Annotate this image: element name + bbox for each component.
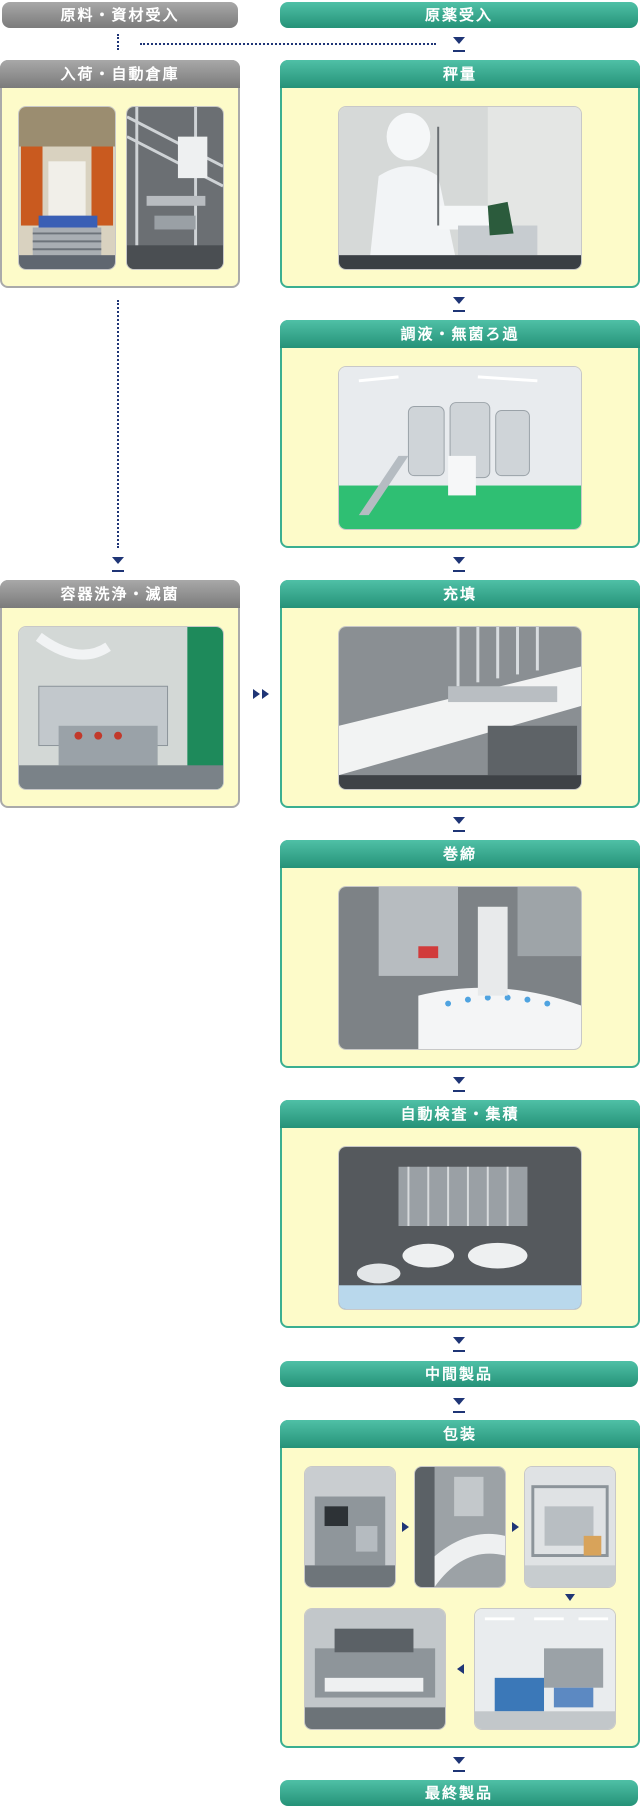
arrow-right-icon [402, 1522, 409, 1532]
arrow-down-icon [112, 557, 124, 564]
packaging-photo-2 [414, 1466, 506, 1588]
panel-header: 充填 [280, 580, 640, 608]
arrow-down-icon [453, 50, 465, 52]
dotted-connector [117, 34, 119, 50]
arrow-right-icon [262, 689, 269, 699]
packaging-photo-5 [474, 1608, 616, 1730]
filling-photo [338, 626, 582, 790]
arrow-down-icon [453, 1077, 465, 1084]
arrow-down-icon [453, 830, 465, 832]
arrow-down-icon [453, 1398, 465, 1405]
packaging-photo-3 [524, 1466, 616, 1588]
step-intermediate: 中間製品 [280, 1361, 638, 1387]
panel-header: 容器洗浄・滅菌 [0, 580, 240, 608]
dotted-connector [117, 300, 119, 548]
panel-formulation: 調液・無菌ろ過 [280, 320, 640, 548]
panel-filling: 充填 [280, 580, 640, 808]
formulation-photo [338, 366, 582, 530]
panel-header: 入荷・自動倉庫 [0, 60, 240, 88]
panel-capping: 巻締 [280, 840, 640, 1068]
capping-photo [338, 886, 582, 1050]
warehouse-photo-1 [18, 106, 116, 270]
arrow-down-icon [453, 1411, 465, 1413]
panel-container-wash: 容器洗浄・滅菌 [0, 580, 240, 808]
step-api-receipt: 原薬受入 [280, 2, 638, 28]
inspection-photo [338, 1146, 582, 1310]
container-wash-photo [18, 626, 224, 790]
arrow-down-icon [453, 557, 465, 564]
arrow-down-icon [565, 1594, 575, 1601]
arrow-down-icon [453, 1090, 465, 1092]
arrow-down-icon [112, 570, 124, 572]
packaging-photo-4 [304, 1608, 446, 1730]
packaging-photo-1 [304, 1466, 396, 1588]
arrow-right-icon [512, 1522, 519, 1532]
arrow-down-icon [453, 1337, 465, 1344]
weighing-photo [338, 106, 582, 270]
panel-inspection: 自動検査・集積 [280, 1100, 640, 1328]
panel-header: 巻締 [280, 840, 640, 868]
arrow-down-icon [453, 570, 465, 572]
step-raw-materials: 原料・資材受入 [2, 2, 238, 28]
panel-packaging: 包装 [280, 1420, 640, 1748]
panel-weighing: 秤量 [280, 60, 640, 288]
arrow-down-icon [453, 1757, 465, 1764]
arrow-down-icon [453, 310, 465, 312]
warehouse-photo-2 [126, 106, 224, 270]
arrow-left-icon [457, 1664, 464, 1674]
panel-header: 包装 [280, 1420, 640, 1448]
arrow-down-icon [453, 1350, 465, 1352]
panel-warehouse: 入荷・自動倉庫 [0, 60, 240, 288]
dotted-connector [140, 43, 436, 45]
panel-header: 調液・無菌ろ過 [280, 320, 640, 348]
arrow-down-icon [453, 297, 465, 304]
panel-header: 自動検査・集積 [280, 1100, 640, 1128]
panel-header: 秤量 [280, 60, 640, 88]
arrow-down-icon [453, 1770, 465, 1772]
step-final: 最終製品 [280, 1780, 638, 1806]
arrow-down-icon [453, 817, 465, 824]
arrow-right-icon [253, 689, 260, 699]
arrow-down-icon [453, 37, 465, 44]
